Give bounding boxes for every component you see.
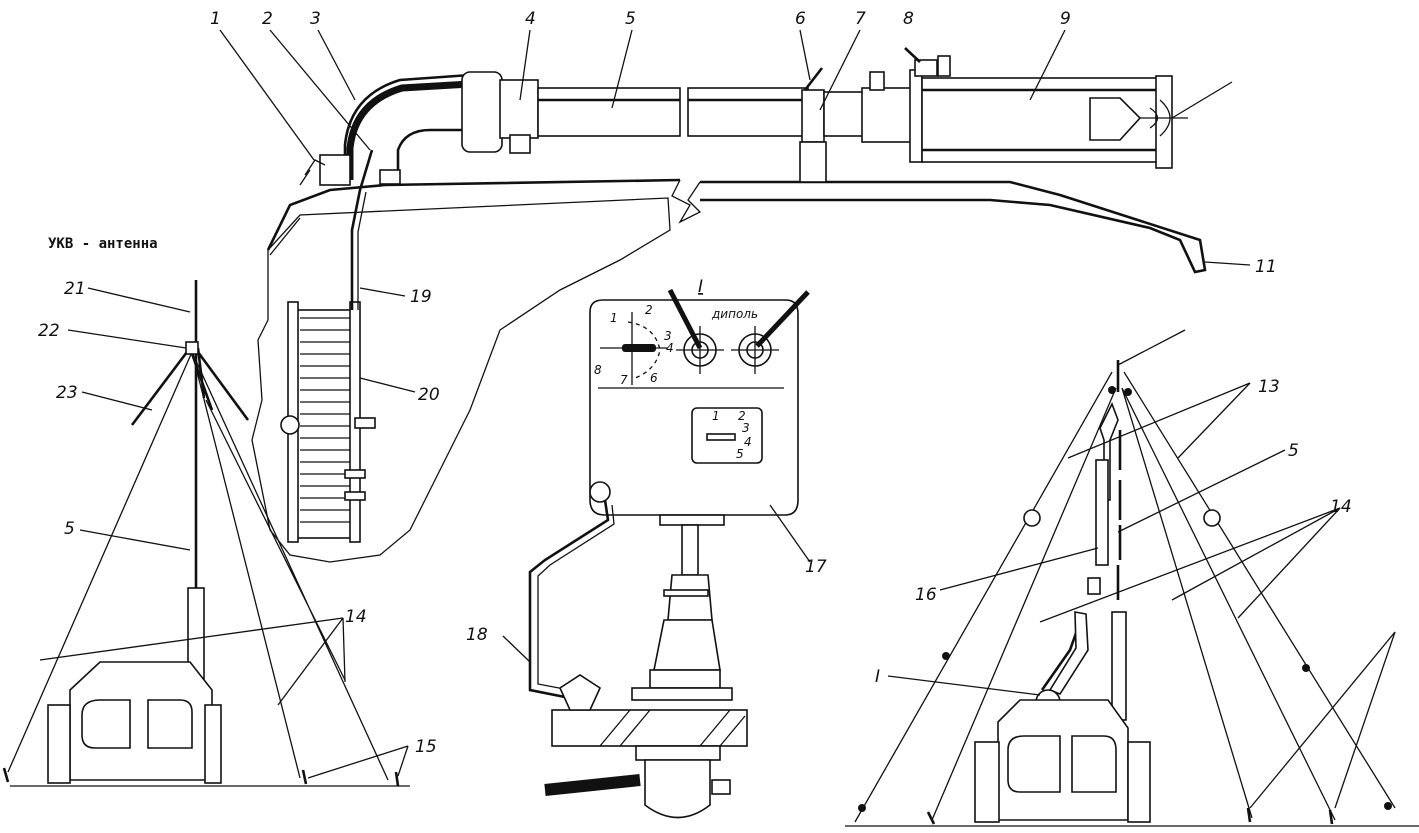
svg-text:4: 4: [744, 435, 752, 449]
callout-18: 18: [466, 625, 488, 645]
callout-16: 16: [915, 585, 937, 605]
dial-dipole-label: диполь: [711, 307, 758, 321]
svg-text:4: 4: [666, 341, 674, 355]
callout-3: 3: [310, 9, 321, 29]
callout-5-right: 5: [1288, 441, 1299, 461]
callout-21: 21: [64, 279, 86, 299]
section-mark-I: I: [698, 277, 703, 297]
callout-5-left: 5: [64, 519, 75, 539]
callout-11: 11: [1255, 257, 1277, 277]
callout-6: 6: [795, 9, 806, 29]
callout-15: 15: [415, 737, 437, 757]
dipole-control-box: диполь 1 2 3 4 6 7 8 1: [528, 288, 810, 819]
callout-2: 2: [262, 9, 273, 29]
svg-text:2: 2: [645, 303, 653, 317]
svg-text:1: 1: [610, 311, 618, 325]
callout-14-right: 14: [1330, 497, 1352, 517]
svg-text:8: 8: [594, 363, 602, 377]
callout-7: 7: [855, 9, 866, 29]
callout-13: 13: [1258, 377, 1280, 397]
callout-9: 9: [1060, 9, 1071, 29]
callout-19: 19: [410, 287, 432, 307]
callout-20: 20: [418, 385, 440, 405]
callout-14-left: 14: [345, 607, 367, 627]
antenna-terminals: [667, 288, 810, 374]
callout-23: 23: [56, 383, 78, 403]
mast-transport-assembly: [251, 47, 1233, 563]
callout-labels: 1 2 3 4 5 6 7 8 9 11 19 20 I 17 18 21 22…: [38, 9, 1352, 757]
callout-4: 4: [525, 9, 536, 29]
svg-text:7: 7: [620, 373, 628, 387]
callout-22: 22: [38, 321, 60, 341]
svg-text:5: 5: [736, 447, 744, 461]
antenna-title: УКВ - антенна: [48, 236, 158, 252]
callout-I-right: I: [875, 667, 880, 687]
callout-1: 1: [210, 9, 221, 29]
range-switch-window: 1 2 3 4 5: [691, 407, 763, 464]
callout-5: 5: [625, 9, 636, 29]
svg-text:2: 2: [738, 409, 746, 423]
svg-text:1: 1: [712, 409, 720, 423]
callout-8: 8: [903, 9, 914, 29]
svg-text:3: 3: [742, 421, 750, 435]
svg-text:3: 3: [664, 329, 672, 343]
callout-17: 17: [805, 557, 827, 577]
callout-leaders: [39, 29, 1396, 809]
vhf-antenna-view: УКВ - антенна: [2, 236, 410, 787]
deployed-mast-view: [845, 360, 1419, 827]
svg-text:6: 6: [650, 371, 658, 385]
band-selector-dial: 1 2 3 4 6 7 8: [594, 303, 674, 387]
